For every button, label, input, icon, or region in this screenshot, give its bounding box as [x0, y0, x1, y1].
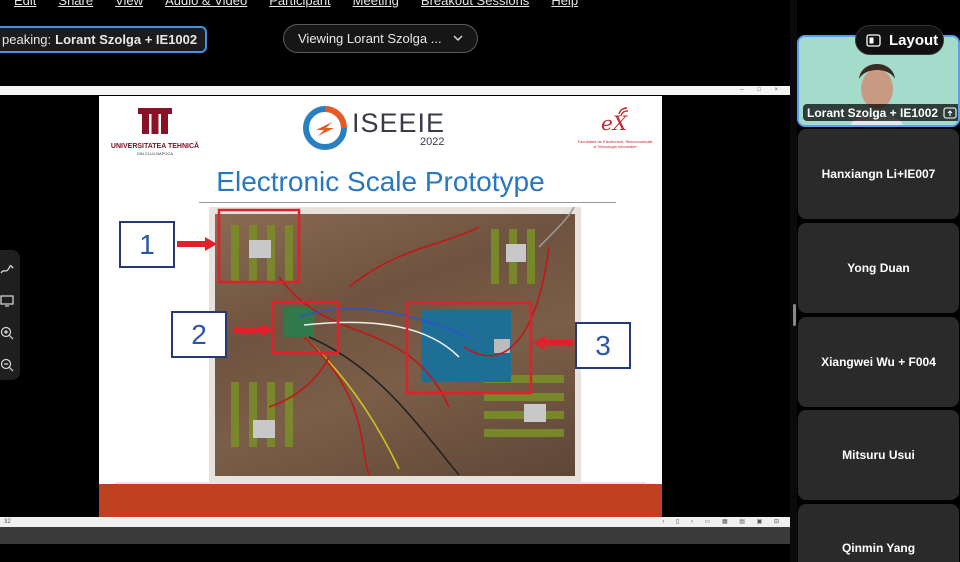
layout-label: Layout [889, 31, 939, 49]
participant-tile[interactable]: Mitsuru Usui [798, 410, 959, 500]
active-speaker-name-tag: Lorant Szolga + IE1002 [803, 104, 958, 121]
zoom-out-icon[interactable] [0, 358, 14, 372]
slide-title: Electronic Scale Prototype [216, 166, 545, 197]
panel-divider [790, 0, 798, 562]
menu-meeting[interactable]: Meeting [352, 0, 399, 8]
callout-arrow-3 [533, 336, 573, 350]
conference-name: ISEEIE [352, 108, 446, 138]
faculty-emblem-icon: eX [601, 107, 629, 135]
university-name: UNIVERSITATEA TEHNICĂ [110, 143, 200, 150]
layout-icon [866, 33, 881, 47]
title-divider [199, 202, 616, 203]
zoom-in-icon[interactable] [0, 326, 14, 340]
university-emblem-icon [138, 108, 172, 134]
layout-button[interactable]: Layout [855, 25, 944, 55]
shared-screen: – □ × UNIVERSITATEA TEHNICĂ DIN CLUJ-NAP… [0, 86, 790, 527]
menu-bar: Edit Share View Audio & Video Participan… [0, 0, 790, 9]
active-speaker-name: Lorant Szolga + IE1002 [807, 105, 939, 120]
speaking-name: Lorant Szolga + IE1002 [55, 32, 198, 47]
annotation-toolbar [0, 250, 20, 380]
speaking-prefix: peaking: [2, 32, 52, 47]
statusbar-slide-number: 32 [4, 519, 11, 525]
participant-name: Hanxiangn Li+IE007 [821, 167, 936, 181]
svg-text:eX: eX [601, 111, 628, 134]
slide-footer-band [99, 484, 662, 517]
chevron-down-icon [453, 35, 463, 41]
conference-year: 2022 [420, 136, 445, 148]
callout-label-3: 3 [575, 322, 631, 369]
faculty-name-line2: și Tehnologia Informației [593, 144, 637, 149]
window-controls: – □ × [740, 87, 784, 93]
participant-name: Qinmin Yang [841, 541, 916, 555]
callout-arrow-1 [177, 237, 217, 251]
prototype-photo-graphic [217, 207, 575, 476]
participants-panel: Lorant Szolga + IE1002 Hanxiangn Li+IE00… [797, 0, 960, 562]
callout-arrow-2 [233, 323, 273, 337]
participant-name: Mitsuru Usui [842, 448, 915, 462]
menu-share[interactable]: Share [58, 0, 94, 8]
screen-share-icon [943, 106, 957, 119]
presentation-slide: UNIVERSITATEA TEHNICĂ DIN CLUJ-NAPOCA IS… [99, 96, 662, 517]
prototype-photo [209, 207, 581, 483]
active-speaker-indicator[interactable]: peaking: Lorant Szolga + IE1002 [0, 26, 208, 53]
share-screen-icon[interactable] [0, 294, 14, 308]
resize-handle[interactable] [793, 304, 796, 326]
callout-label-2: 2 [171, 311, 227, 358]
university-logo: UNIVERSITATEA TEHNICĂ DIN CLUJ-NAPOCA [105, 106, 205, 157]
participant-tile[interactable]: Xiangwei Wu + F004 [798, 317, 959, 407]
menu-audio-video[interactable]: Audio & Video [165, 0, 248, 8]
conference-swirl-icon [303, 106, 347, 150]
presentation-statusbar: 32 ‹ ▯ › ▭ ▦ ▤ ▣ ⊟ [0, 517, 790, 527]
viewing-dropdown[interactable]: Viewing Lorant Szolga ... [283, 24, 478, 53]
participant-name: Yong Duan [847, 261, 910, 275]
callout-label-1: 1 [119, 221, 175, 268]
participant-tile[interactable]: Yong Duan [798, 223, 959, 313]
menu-participant[interactable]: Participant [269, 0, 331, 8]
slide-footer-line [115, 482, 646, 484]
conference-logo: ISEEIE 2022 [302, 106, 462, 150]
faculty-logo: eX Facultatea de Electronică, Telecomuni… [577, 106, 653, 149]
menu-edit[interactable]: Edit [14, 0, 37, 8]
participant-tile[interactable]: Hanxiangn Li+IE007 [798, 129, 959, 219]
university-city: DIN CLUJ-NAPOCA [136, 151, 174, 156]
participant-tile[interactable]: Qinmin Yang [798, 504, 959, 562]
pen-icon[interactable] [0, 262, 14, 276]
meeting-bottom-bar [0, 527, 790, 544]
viewing-label: Viewing Lorant Szolga ... [298, 31, 442, 46]
statusbar-view-controls[interactable]: ‹ ▯ › ▭ ▦ ▤ ▣ ⊟ [662, 519, 784, 525]
faculty-name-line1: Facultatea de Electronică, Telecomunicaț… [577, 139, 653, 144]
participant-name: Xiangwei Wu + F004 [821, 355, 936, 369]
menu-help[interactable]: Help [551, 0, 579, 8]
menu-view[interactable]: View [115, 0, 144, 8]
menu-breakout-sessions[interactable]: Breakout Sessions [420, 0, 530, 8]
presenter-window-titlebar: – □ × [0, 86, 790, 95]
